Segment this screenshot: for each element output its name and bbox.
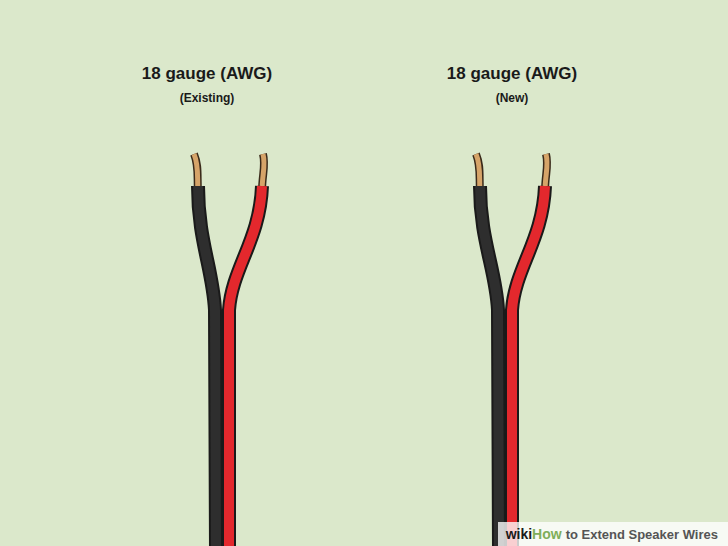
black-wire [480,186,499,546]
watermark-text: to Extend Speaker Wires [566,527,718,542]
black-wire [198,186,216,546]
state-label: (Existing) [180,91,235,105]
watermark-band: wikiHow to Extend Speaker Wires [498,522,728,546]
watermark-logo: wiki [506,526,532,542]
red-wire [229,186,262,546]
black-wire [198,186,216,546]
watermark-logo: How [532,526,562,542]
red-wire [229,186,262,546]
red-wire [512,186,545,546]
state-label: (New) [496,91,529,105]
gauge-label: 18 gauge (AWG) [447,64,577,84]
red-wire [512,186,545,546]
black-wire [480,186,499,546]
gauge-label: 18 gauge (AWG) [142,64,272,84]
